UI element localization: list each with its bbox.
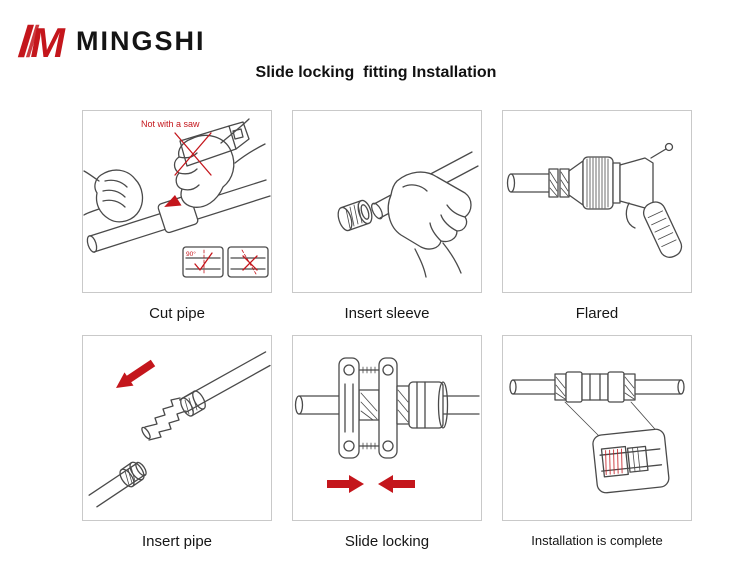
cut-pipe-illustration: Not with a saw 90° [83, 118, 271, 278]
caption-slide-locking: Slide locking [344, 533, 430, 550]
insert-pipe-box [82, 335, 272, 521]
brand-name: MINGSHI [76, 25, 206, 56]
angle-label: 90° [186, 250, 196, 258]
panel-cut-pipe: Not with a saw 90° Cut pipe [82, 110, 272, 322]
slide-locking-illustration [294, 357, 480, 493]
slide-locking-box [292, 335, 482, 521]
insert-sleeve-box [292, 110, 482, 293]
page-title: Slide locking fitting Installation [255, 64, 497, 81]
insert-pipe-illustration [88, 351, 271, 508]
panel-flared: Flared [502, 110, 692, 322]
installation-complete-illustration [509, 371, 685, 494]
caption-cut-pipe: Cut pipe [149, 305, 205, 322]
caption-complete: Installation is complete [531, 533, 663, 548]
flared-box [502, 110, 692, 293]
caption-insert-sleeve: Insert sleeve [344, 305, 430, 322]
mingshi-logo-icon: M [17, 20, 66, 62]
caption-insert-pipe: Insert pipe [141, 533, 213, 550]
panel-slide-locking: Slide locking [292, 335, 482, 550]
flared-illustration [506, 142, 683, 258]
complete-box [502, 335, 692, 521]
cut-pipe-box: Not with a saw 90° [82, 110, 272, 293]
panel-insert-pipe: Insert pipe [82, 335, 272, 550]
panel-complete: Installation is complete [502, 335, 692, 548]
insert-sleeve-illustration [337, 151, 479, 278]
panel-insert-sleeve: Insert sleeve [292, 110, 482, 322]
svg-text:M: M [30, 20, 66, 62]
saw-warning-label: Not with a saw [141, 119, 200, 129]
brand-logo: M MINGSHI [16, 20, 206, 62]
caption-flared: Flared [575, 305, 619, 322]
